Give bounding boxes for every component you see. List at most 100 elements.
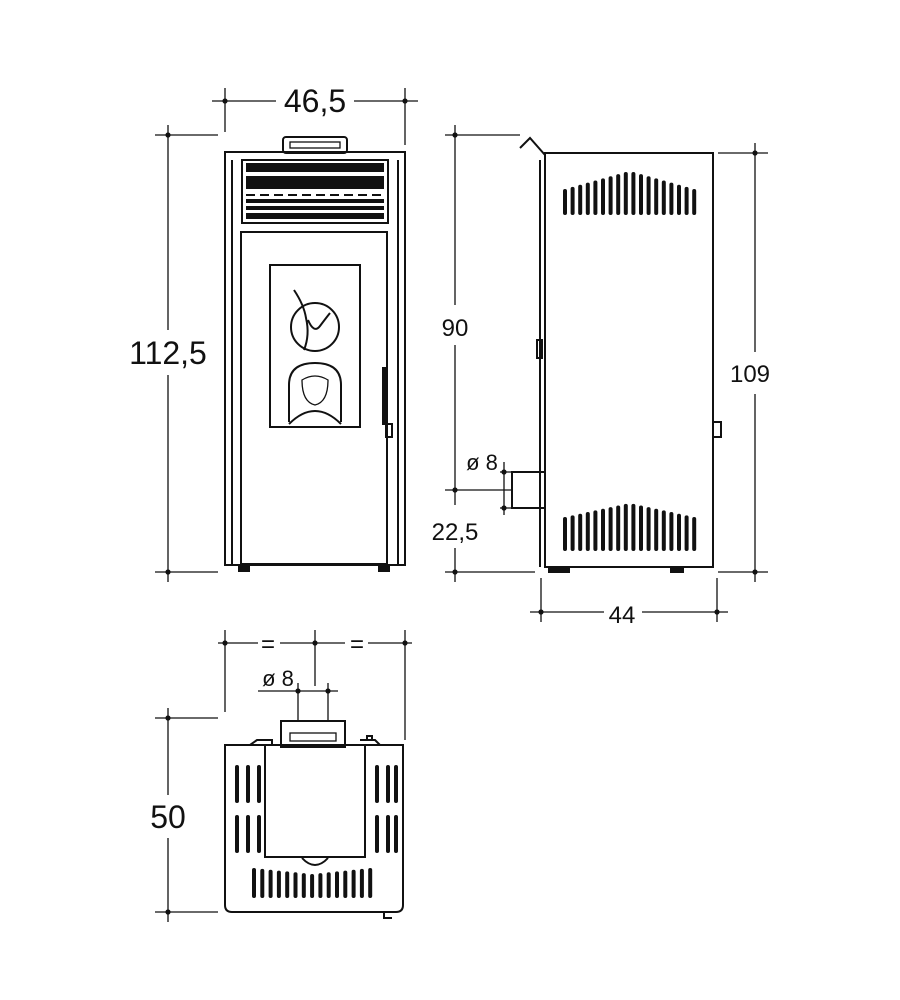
vent-slot xyxy=(654,178,659,215)
side-flue-diameter-label: ø 8 xyxy=(466,450,498,475)
top-view: = = ø 8 50 xyxy=(150,630,412,922)
vent-slot xyxy=(246,765,250,803)
vent-slot xyxy=(252,868,256,898)
vent-slot xyxy=(601,178,605,215)
top-flue-diameter-dimension: ø 8 xyxy=(258,666,338,722)
front-height-label: 112,5 xyxy=(129,335,207,371)
vent-slot xyxy=(318,873,323,898)
vent-slot xyxy=(616,174,621,215)
side-body-height-dimension: 109 xyxy=(718,143,770,582)
vent-slot xyxy=(677,184,681,215)
vent-slot xyxy=(692,517,697,551)
vent-slot xyxy=(631,503,636,551)
equal-right-label: = xyxy=(350,631,364,658)
vent-slot xyxy=(578,184,583,215)
air-outlet-grille xyxy=(241,159,389,224)
vent-slot xyxy=(593,180,598,215)
vent-slot xyxy=(563,189,567,215)
side-view: 90 22,5 ø 8 109 44 xyxy=(432,125,770,629)
burn-pot-arch xyxy=(288,361,342,422)
vent-slot xyxy=(692,189,697,215)
vent-slot xyxy=(310,874,315,898)
vent-slot xyxy=(684,186,689,215)
vent-slot xyxy=(563,517,567,551)
vent-slot xyxy=(293,872,298,898)
vent-slot xyxy=(246,815,250,853)
top-lid xyxy=(264,744,366,858)
vent-slot xyxy=(661,180,666,215)
vent-slot xyxy=(593,510,598,551)
control-display xyxy=(289,141,341,149)
vent-slot xyxy=(639,505,643,551)
vent-slot xyxy=(631,172,636,215)
vent-slot xyxy=(386,815,390,853)
vent-slot xyxy=(375,815,379,853)
vent-slot xyxy=(654,508,659,551)
vent-slot xyxy=(646,507,651,551)
stove-door xyxy=(240,231,388,565)
side-hopper-height-dimension: 90 22,5 xyxy=(432,125,535,582)
side-flue-diameter-dimension: ø 8 xyxy=(466,450,545,515)
top-centering-dimension: = = xyxy=(218,630,412,740)
vent-slot xyxy=(351,869,356,898)
vent-slot xyxy=(677,513,681,551)
vent-slot xyxy=(260,868,265,898)
foot xyxy=(670,567,684,573)
vent-slot xyxy=(359,868,364,898)
vent-slot xyxy=(326,872,331,898)
top-depth-label: 50 xyxy=(150,799,186,835)
vent-slot xyxy=(661,510,666,551)
vent-slot xyxy=(276,870,281,898)
vent-slot xyxy=(335,871,339,898)
vent-slot xyxy=(608,176,613,215)
vent-slot xyxy=(570,186,575,215)
top-flue-outlet xyxy=(280,720,346,748)
door-glass xyxy=(269,264,361,428)
vent-slot xyxy=(646,176,651,215)
vent-slot xyxy=(257,815,261,853)
vent-slot xyxy=(623,172,628,215)
vent-slot xyxy=(669,512,674,551)
vent-slot xyxy=(394,765,398,803)
foot xyxy=(378,565,390,572)
side-hopper-height-label: 90 xyxy=(442,315,469,342)
stove-side-body xyxy=(544,152,714,568)
vent-slot xyxy=(235,765,239,803)
door-handle xyxy=(385,423,393,438)
vent-slot xyxy=(386,765,390,803)
control-panel xyxy=(282,136,348,154)
stove-top-body xyxy=(224,744,404,913)
vent-slot xyxy=(669,182,674,215)
vent-slot xyxy=(578,513,583,551)
vent-slot xyxy=(301,873,306,898)
vent-slot xyxy=(285,871,290,898)
front-width-dimension: 46,5 xyxy=(212,83,418,145)
side-depth-dimension: 44 xyxy=(530,578,728,629)
vent-slot xyxy=(601,508,605,551)
side-vent-bottom xyxy=(563,503,697,551)
vent-slot xyxy=(639,174,643,215)
front-view: 46,5 112,5 xyxy=(129,83,418,582)
side-depth-label: 44 xyxy=(609,602,636,629)
top-vent-slots xyxy=(235,765,398,898)
equal-left-label: = xyxy=(261,631,275,658)
vent-slot xyxy=(375,765,379,803)
foot xyxy=(548,567,570,573)
vent-slot xyxy=(623,503,628,551)
vent-slot xyxy=(235,815,239,853)
vent-slot xyxy=(394,815,398,853)
vent-slot xyxy=(608,507,613,551)
front-height-dimension: 112,5 xyxy=(129,125,218,582)
top-depth-dimension: 50 xyxy=(150,708,218,922)
top-flue-diameter-label: ø 8 xyxy=(262,666,294,691)
flue-height-label: 22,5 xyxy=(432,519,479,546)
front-width-label: 46,5 xyxy=(284,83,346,119)
flame-logo-icon xyxy=(290,302,340,352)
vent-slot xyxy=(257,765,261,803)
vent-slot xyxy=(570,515,575,551)
foot xyxy=(238,565,250,572)
vent-slot xyxy=(268,869,273,898)
hopper-lid xyxy=(519,136,546,156)
side-body-height-label: 109 xyxy=(730,361,770,388)
